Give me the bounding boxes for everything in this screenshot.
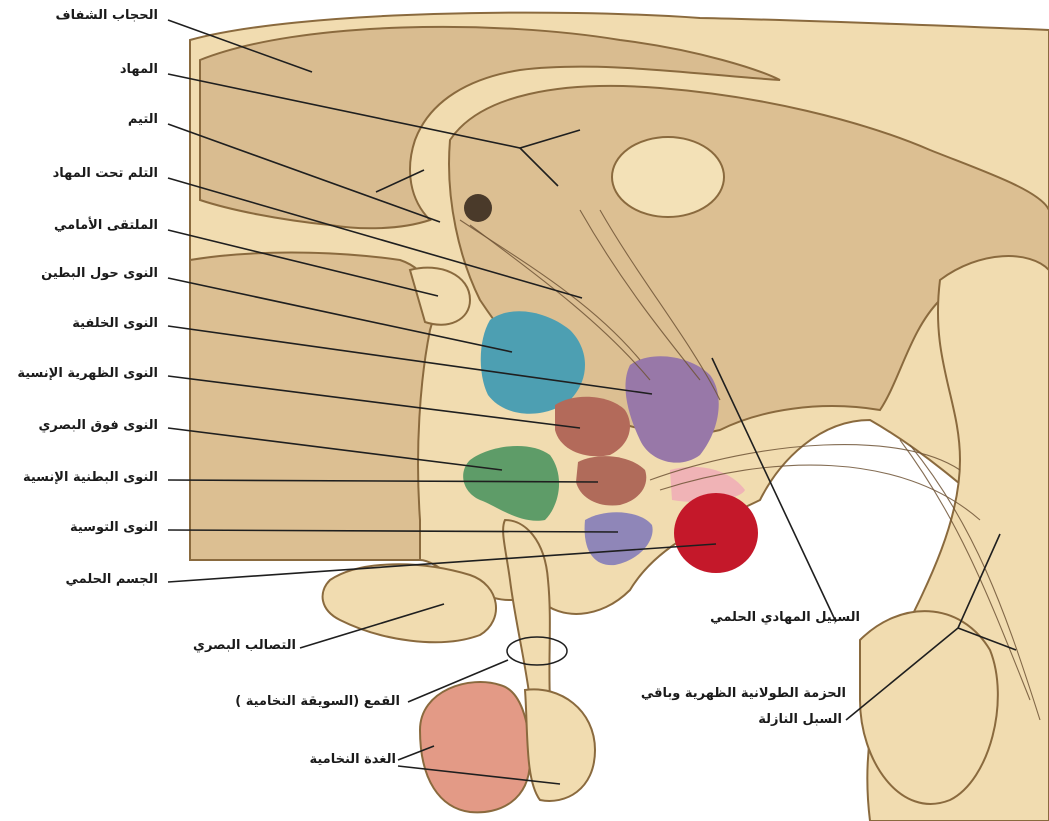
pituitary-posterior (525, 689, 595, 801)
label-supraoptic-nucleus: النوى فوق البصري (38, 418, 158, 433)
label-paraventricular-nucleus: النوى حول البطين (41, 266, 158, 281)
label-anterior-commissure: الملتقى الأمامي (54, 218, 158, 233)
label-dorsomedial-nucleus: النوى الظهرية الإنسية (17, 366, 158, 381)
label-pituitary-gland: الغدة النخامية (309, 752, 396, 767)
label-posterior-nucleus: النوى الخلفية (72, 316, 158, 331)
label-mammillothalamic-tract: السبيل المهادي الحلمي (710, 610, 860, 625)
label-thalamus: التيم (128, 112, 158, 127)
label-infundibular-nucleus: النوى التوسية (70, 520, 158, 535)
mammillary-body-shape (674, 493, 758, 573)
label-hypothalamic-sulcus: التلم تحت المهاد (53, 166, 158, 181)
pituitary-anterior (420, 682, 530, 812)
interthalamic-adhesion (612, 137, 724, 217)
label-dorsal-fasciculus-line2: السبل النازلة (758, 712, 842, 727)
label-septum-pellucidum: الحجاب الشفاف (56, 8, 158, 23)
label-dorsal-fasciculus-line1: الحزمة الطولانية الظهرية وباقي (641, 686, 846, 701)
label-fornix: المهاد (120, 62, 158, 77)
label-optic-chiasm: التصالب البصري (193, 638, 296, 653)
lamina-terminalis (190, 253, 434, 561)
label-mammillary-body: الجسم الحلمي (65, 572, 158, 587)
label-infundibulum: القمع (السويقة النخامية ) (235, 694, 400, 709)
foramen-spot (464, 194, 492, 222)
label-ventromedial-nucleus: النوى البطنية الإنسية (23, 470, 158, 485)
optic-chiasm-shape (323, 564, 496, 642)
